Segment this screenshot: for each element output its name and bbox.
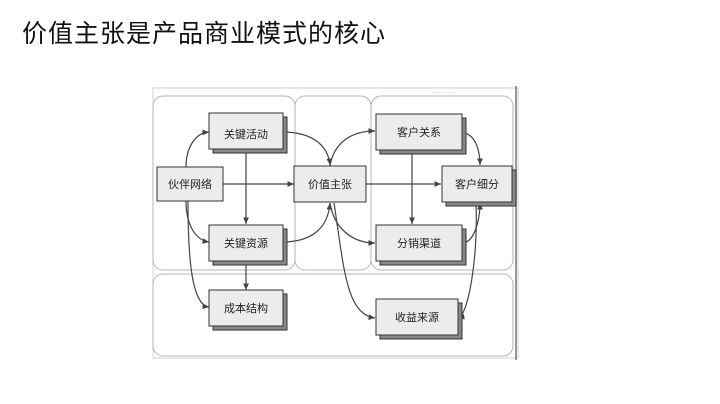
node-key-resources[interactable]: 关键资源 — [208, 224, 288, 266]
node-channels[interactable]: 分销渠道 — [375, 224, 467, 266]
node-customer-segments[interactable]: 客户细分 — [441, 165, 517, 207]
node-cost-structure-label: 成本结构 — [224, 301, 268, 315]
node-customer-relations[interactable]: 客户关系 — [375, 113, 467, 155]
node-value-prop[interactable]: 价值主张 — [293, 165, 367, 203]
arrow-resources-to-value — [281, 202, 333, 243]
node-partners[interactable]: 伙伴网络 — [156, 166, 224, 202]
node-value-prop-label: 价值主张 — [308, 178, 352, 191]
arrow-partners-to-activities — [185, 129, 210, 168]
node-customer-relations-label: 客户关系 — [397, 125, 441, 139]
node-customer-segments-label: 客户细分 — [455, 177, 499, 191]
node-key-activities[interactable]: 关键活动 — [208, 112, 288, 154]
node-revenue-label: 收益来源 — [395, 310, 439, 324]
arrow-value-to-revenue — [333, 202, 376, 320]
node-partners-label: 伙伴网络 — [168, 177, 212, 191]
arrow-partners-to-cost — [187, 200, 210, 310]
arrow-value-to-relations — [329, 128, 376, 167]
corner-label: ............... — [432, 89, 456, 95]
region-bottom — [152, 273, 514, 357]
node-key-resources-label: 关键资源 — [224, 236, 268, 250]
arrow-value-to-channels — [329, 202, 376, 246]
node-revenue[interactable]: 收益来源 — [375, 298, 463, 340]
arrow-partners-to-resources — [185, 200, 210, 244]
node-cost-structure[interactable]: 成本结构 — [208, 289, 288, 331]
node-channels-label: 分销渠道 — [397, 236, 441, 250]
node-key-activities-label: 关键活动 — [224, 127, 268, 141]
arrow-activities-to-value — [281, 131, 333, 166]
page-title: 价值主张是产品商业模式的核心 — [22, 19, 387, 48]
